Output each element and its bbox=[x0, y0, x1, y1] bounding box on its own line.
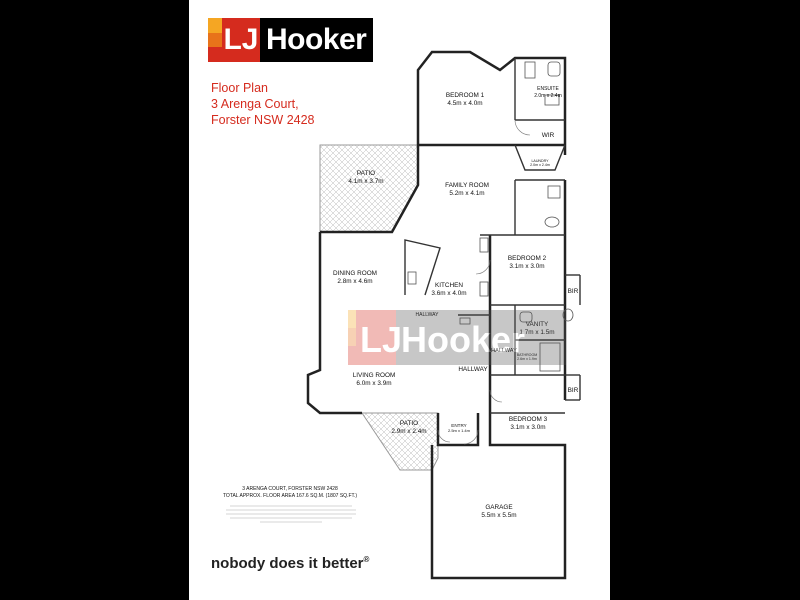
address-title: Floor Plan bbox=[211, 81, 268, 95]
floor-plan-sheet bbox=[189, 0, 610, 600]
watermark-logo: LJ Hooker bbox=[348, 310, 566, 365]
hallway-side-name: HALLWAY bbox=[491, 348, 517, 354]
dining-name: DINING ROOM bbox=[333, 270, 377, 277]
family-size: 5.2m x 4.1m bbox=[449, 190, 484, 197]
laundry-size: 2.0m x 2.4m bbox=[530, 163, 550, 167]
logo-hooker: Hooker bbox=[260, 18, 373, 62]
dining-size: 2.8m x 4.6m bbox=[337, 278, 372, 285]
address-suburb: Forster NSW 2428 bbox=[211, 113, 315, 127]
vanity-size: 1.7m x 1.5m bbox=[519, 329, 554, 336]
watermark-hooker: Hooker bbox=[401, 319, 525, 360]
registered-mark: ® bbox=[363, 555, 370, 564]
address-street: 3 Arenga Court, bbox=[211, 97, 299, 111]
vanity-name: VANITY bbox=[526, 321, 549, 328]
fixtures bbox=[407, 61, 574, 372]
patio2-name: PATIO bbox=[400, 420, 418, 427]
wir-name: WIR bbox=[542, 132, 555, 139]
footer-address: 3 ARENGA COURT, FORSTER NSW 2428 bbox=[242, 486, 338, 492]
hallway-top-name: HALLWAY bbox=[416, 312, 440, 318]
living-name: LIVING ROOM bbox=[353, 372, 396, 379]
disclaimer-lines bbox=[226, 505, 356, 523]
bedroom2-size: 3.1m x 3.0m bbox=[509, 263, 544, 270]
door-arcs bbox=[437, 119, 531, 445]
logo-lj: LJ bbox=[222, 18, 260, 62]
watermark-lj: LJ bbox=[360, 319, 402, 360]
bedroom1-size: 4.5m x 4.0m bbox=[447, 100, 482, 107]
address-block: Floor Plan 3 Arenga Court, Forster NSW 2… bbox=[211, 80, 315, 128]
lj-hooker-logo: LJ Hooker bbox=[208, 18, 373, 63]
patio-area-2 bbox=[361, 412, 439, 471]
garage-name: GARAGE bbox=[485, 504, 512, 511]
patio-area-1 bbox=[319, 144, 419, 233]
bedroom2-name: BEDROOM 2 bbox=[508, 255, 547, 262]
bir2-name: BIR bbox=[568, 387, 579, 394]
patio1-name: PATIO bbox=[357, 170, 375, 177]
entry-size: 2.5m x 1.4m bbox=[448, 428, 471, 433]
logo-stripes bbox=[208, 18, 222, 63]
bedroom3-name: BEDROOM 3 bbox=[509, 416, 548, 423]
bedroom3-size: 3.1m x 3.0m bbox=[510, 424, 545, 431]
ensuite-size: 2.0m x 2.4m bbox=[534, 93, 562, 99]
kitchen-name: KITCHEN bbox=[435, 282, 463, 289]
bir1-name: BIR bbox=[568, 288, 579, 295]
family-name: FAMILY ROOM bbox=[445, 182, 489, 189]
tagline-text: nobody does it better bbox=[211, 555, 364, 572]
bathroom-name: BATHROOM bbox=[517, 353, 538, 357]
laundry-name: LAUNDRY bbox=[531, 159, 549, 163]
patio2-size: 2.9m x 2.4m bbox=[391, 428, 426, 435]
bathroom-size: 2.6m x 1.9m bbox=[517, 357, 537, 361]
outer-walls bbox=[306, 50, 567, 580]
footer-area: TOTAL APPROX. FLOOR AREA 167.6 SQ.M. (18… bbox=[223, 493, 357, 499]
kitchen-size: 3.6m x 4.0m bbox=[431, 290, 466, 297]
bedroom1-name: BEDROOM 1 bbox=[446, 92, 485, 99]
living-size: 6.0m x 3.9m bbox=[356, 380, 391, 387]
tagline: nobody does it better® bbox=[211, 555, 369, 572]
garage-size: 5.5m x 5.5m bbox=[481, 512, 516, 519]
hallway-main-name: HALLWAY bbox=[458, 366, 488, 373]
interior-walls bbox=[404, 58, 581, 414]
entry-name: ENTRY bbox=[451, 423, 467, 428]
patio1-size: 4.1m x 3.7m bbox=[348, 178, 383, 185]
ensuite-name: ENSUITE bbox=[537, 86, 559, 92]
